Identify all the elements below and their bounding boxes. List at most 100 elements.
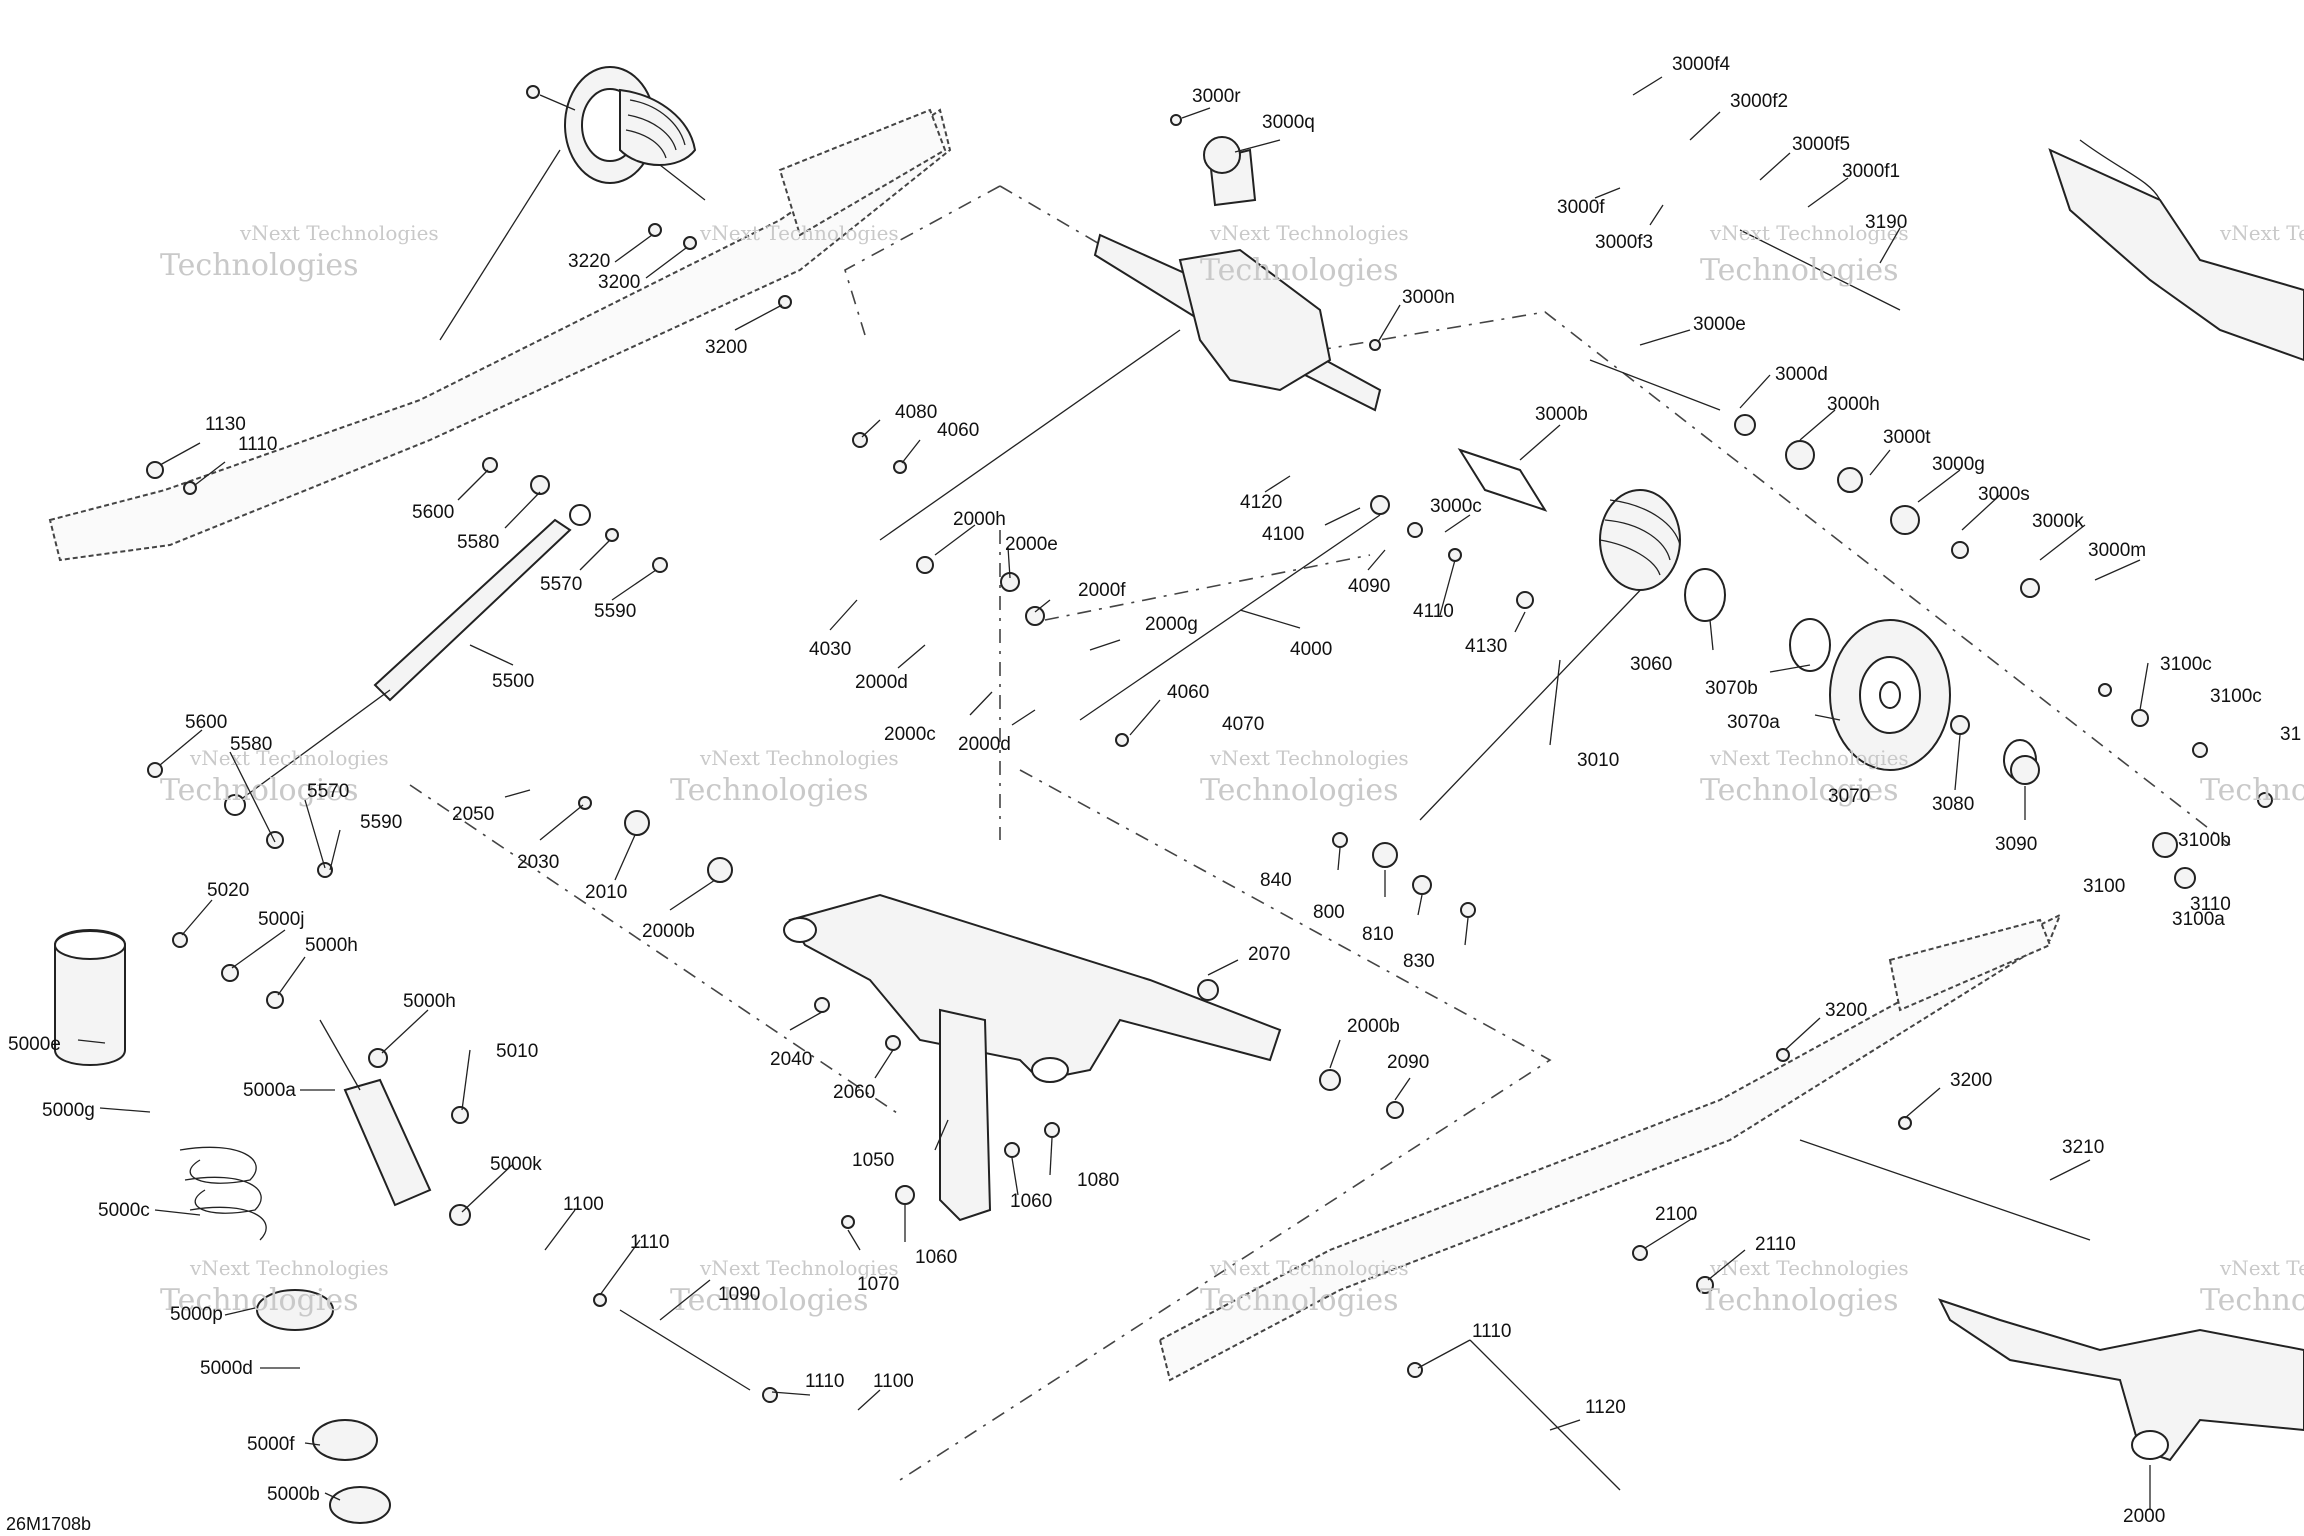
part-label: 2000b bbox=[642, 921, 695, 942]
spring-5000 bbox=[54, 929, 391, 1524]
part-label: 830 bbox=[1403, 951, 1435, 972]
part-label: 2110 bbox=[1755, 1234, 1796, 1255]
part-label: 5000f bbox=[247, 1434, 295, 1455]
fasteners bbox=[146, 114, 2273, 1403]
partial-front-assembly bbox=[2048, 139, 2304, 362]
part-label: 3000f4 bbox=[1672, 54, 1731, 75]
part-label: 1100 bbox=[873, 1371, 914, 1392]
part-label: 3000r bbox=[1192, 86, 1241, 107]
links-and-rods bbox=[619, 229, 2091, 1491]
watermark-text: Technologies bbox=[1700, 773, 1899, 808]
part-label: 3000e bbox=[1693, 314, 1746, 335]
part-label: 3000f1 bbox=[1842, 161, 1900, 182]
part-label: 1120 bbox=[1585, 1397, 1626, 1418]
part-label: 5020 bbox=[207, 880, 249, 901]
part-label: 2000d bbox=[855, 672, 908, 693]
part-label: 4070 bbox=[1222, 714, 1264, 735]
right-rail-lower bbox=[1158, 912, 2062, 1382]
part-label: 3000m bbox=[2088, 540, 2146, 561]
part-label: 2000f bbox=[1078, 580, 1126, 601]
sleeve-3000b bbox=[1457, 448, 1548, 512]
part-label: 4060 bbox=[1167, 682, 1209, 703]
part-label: 3010 bbox=[1577, 750, 1619, 771]
part-label: 3000k bbox=[2032, 511, 2084, 532]
part-label: 3000c bbox=[1430, 496, 1482, 517]
part-label: 3100b bbox=[2178, 830, 2231, 851]
part-label: 3100c bbox=[2210, 686, 2262, 707]
part-label: 5000b bbox=[267, 1484, 320, 1505]
part-label: 1060 bbox=[915, 1247, 957, 1268]
watermark-text: Technologies bbox=[2200, 1283, 2304, 1318]
part-label: 2000e bbox=[1005, 534, 1058, 555]
part-label: 2040 bbox=[770, 1049, 812, 1070]
watermarks: vNext Technologies Technologies vNext Te… bbox=[160, 221, 2304, 1318]
part-label: 4030 bbox=[809, 639, 851, 660]
part-label: 5000h bbox=[305, 935, 358, 956]
part-label: 5580 bbox=[457, 532, 499, 553]
part-label: 5600 bbox=[185, 712, 227, 733]
watermark-text: vNext Technologies bbox=[699, 1256, 899, 1280]
part-label: 5010 bbox=[496, 1041, 538, 1062]
watermark-text: vNext Technologies bbox=[699, 221, 899, 245]
part-label: 1070 bbox=[857, 1274, 899, 1295]
part-label: 1130 bbox=[205, 414, 246, 435]
part-label: 3220 bbox=[568, 251, 610, 272]
part-label: 2000h bbox=[953, 509, 1006, 530]
part-label: 5000j bbox=[258, 909, 305, 930]
part-label: 4100 bbox=[1262, 524, 1304, 545]
part-label: 810 bbox=[1362, 924, 1394, 945]
part-label: 3100a bbox=[2172, 909, 2225, 930]
part-label: 5000g bbox=[42, 1100, 95, 1121]
part-label: 5600 bbox=[412, 502, 454, 523]
upper-idler-spring bbox=[526, 66, 706, 201]
watermark-text: vNext Technologies bbox=[1709, 221, 1909, 245]
part-label: 5000d bbox=[200, 1358, 253, 1379]
part-label: 2000c bbox=[884, 724, 936, 745]
watermark-text: vNext Technologies bbox=[1209, 221, 1409, 245]
part-label: 2000b bbox=[1347, 1016, 1400, 1037]
part-label: 5590 bbox=[594, 601, 636, 622]
part-label: 3070 bbox=[1828, 786, 1870, 807]
part-label: 1050 bbox=[852, 1150, 894, 1171]
watermark-text: Technologies bbox=[160, 248, 359, 283]
part-label: 1060 bbox=[1010, 1191, 1052, 1212]
part-label: 4110 bbox=[1413, 601, 1454, 622]
watermark-text: Technologies bbox=[1200, 1283, 1399, 1318]
part-label: 1110 bbox=[630, 1232, 669, 1253]
watermark-text: vNext Technologies bbox=[189, 1256, 389, 1280]
part-label: 3000f3 bbox=[1595, 232, 1653, 253]
part-label: 4080 bbox=[895, 402, 937, 423]
part-label: 1100 bbox=[563, 1194, 604, 1215]
part-label: 3070b bbox=[1705, 678, 1758, 699]
shock-5500 bbox=[224, 504, 591, 816]
watermark-text: vNext Technologies bbox=[2219, 1256, 2304, 1280]
part-label: 5580 bbox=[230, 734, 272, 755]
part-label: 2050 bbox=[452, 804, 494, 825]
part-label: 800 bbox=[1313, 902, 1345, 923]
part-label: 3200 bbox=[1825, 1000, 1867, 1021]
part-label: 1080 bbox=[1077, 1170, 1119, 1191]
part-label: 5570 bbox=[540, 574, 582, 595]
diagram-code: 26M1708b bbox=[6, 1514, 91, 1534]
part-label: 2060 bbox=[833, 1082, 875, 1103]
watermark-text: Technologies bbox=[2200, 773, 2304, 808]
watermark-text: Technologies bbox=[1700, 253, 1899, 288]
part-label: 3200 bbox=[705, 337, 747, 358]
part-label: 3000g bbox=[1932, 454, 1985, 475]
rear-arm-yframe bbox=[783, 893, 1282, 1222]
part-label: 4090 bbox=[1348, 576, 1390, 597]
watermark-text: Technologies bbox=[1700, 1283, 1899, 1318]
part-label: 2090 bbox=[1387, 1052, 1429, 1073]
watermark-text: Technologies bbox=[670, 1283, 869, 1318]
part-label: 5500 bbox=[492, 671, 534, 692]
part-label: 840 bbox=[1260, 870, 1292, 891]
part-label: 3060 bbox=[1630, 654, 1672, 675]
part-label: 2000g bbox=[1145, 614, 1198, 635]
watermark-text: vNext Technologies bbox=[1709, 746, 1909, 770]
part-label: 1090 bbox=[718, 1284, 760, 1305]
part-label: 3000d bbox=[1775, 364, 1828, 385]
part-label: 31 bbox=[2280, 724, 2301, 745]
part-label: 3070a bbox=[1727, 712, 1780, 733]
part-label: 5000c bbox=[98, 1200, 150, 1221]
